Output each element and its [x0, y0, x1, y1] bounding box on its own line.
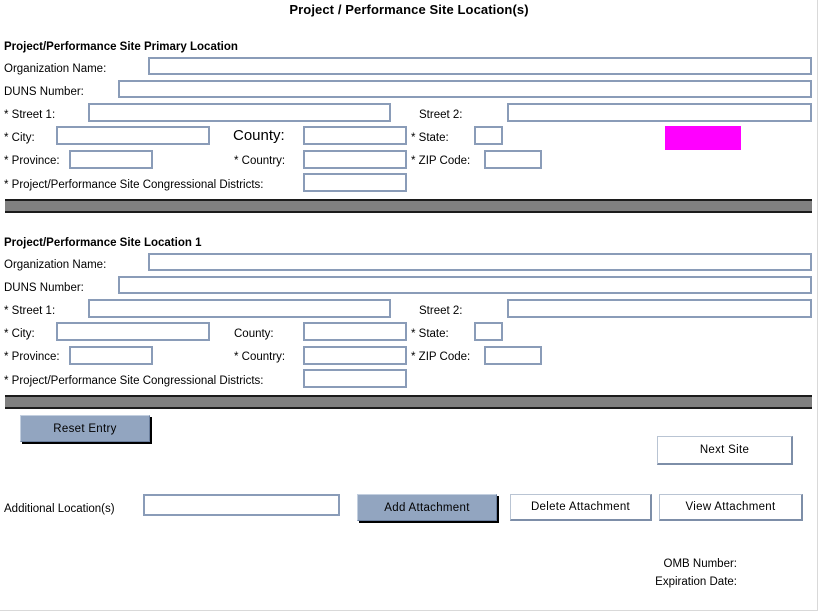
- expiration-date-label: Expiration Date:: [655, 576, 737, 588]
- duns-number-label-1: DUNS Number:: [4, 86, 84, 98]
- organization-name-label-2: Organization Name:: [4, 259, 107, 271]
- duns-number-label-2: DUNS Number:: [4, 282, 84, 294]
- province-input-1[interactable]: [69, 150, 153, 169]
- city-label-1: * City:: [4, 132, 35, 144]
- delete-attachment-button[interactable]: Delete Attachment: [510, 494, 652, 521]
- section-heading-primary-location: Project/Performance Site Primary Locatio…: [4, 41, 238, 53]
- congressional-districts-label-2: * Project/Performance Site Congressional…: [4, 375, 264, 387]
- province-label-1: * Province:: [4, 155, 60, 167]
- duns-number-input-1[interactable]: [118, 80, 812, 98]
- street1-label-2: * Street 1:: [4, 305, 56, 317]
- street2-input-1[interactable]: [507, 103, 812, 122]
- omb-number-label: OMB Number:: [663, 558, 738, 570]
- state-input-2[interactable]: [474, 322, 503, 341]
- city-input-2[interactable]: [56, 322, 210, 341]
- country-input-2[interactable]: [303, 346, 407, 365]
- organization-name-label-1: Organization Name:: [4, 63, 107, 75]
- organization-name-input-1[interactable]: [148, 57, 812, 75]
- organization-name-input-2[interactable]: [148, 253, 812, 271]
- zip-label-1: * ZIP Code:: [411, 155, 471, 167]
- city-label-2: * City:: [4, 328, 35, 340]
- province-label-2: * Province:: [4, 351, 60, 363]
- street2-input-2[interactable]: [507, 299, 812, 318]
- zip-input-1[interactable]: [484, 150, 542, 169]
- county-input-2[interactable]: [303, 322, 407, 341]
- add-attachment-button[interactable]: Add Attachment: [357, 494, 497, 521]
- view-attachment-button[interactable]: View Attachment: [659, 494, 803, 521]
- street2-label-1: Street 2:: [419, 109, 463, 121]
- street1-input-1[interactable]: [88, 103, 391, 122]
- duns-number-input-2[interactable]: [118, 276, 812, 294]
- state-label-1: * State:: [411, 132, 449, 144]
- state-input-1[interactable]: [474, 126, 503, 145]
- county-label-2: County:: [234, 328, 274, 340]
- section-separator-2: [5, 395, 812, 409]
- congressional-districts-label-1: * Project/Performance Site Congressional…: [4, 179, 264, 191]
- highlight-block: [665, 126, 741, 150]
- state-label-2: * State:: [411, 328, 449, 340]
- street1-label-1: * Street 1:: [4, 109, 56, 121]
- street2-label-2: Street 2:: [419, 305, 463, 317]
- additional-locations-input[interactable]: [143, 494, 340, 516]
- country-input-1[interactable]: [303, 150, 407, 169]
- page-title: Project / Performance Site Location(s): [289, 2, 529, 17]
- county-input-1[interactable]: [303, 126, 407, 145]
- country-label-2: * Country:: [234, 351, 286, 363]
- county-label-1: County:: [233, 127, 285, 144]
- section-heading-location-1: Project/Performance Site Location 1: [4, 237, 202, 249]
- additional-locations-label: Additional Location(s): [4, 503, 115, 515]
- congressional-districts-input-1[interactable]: [303, 173, 407, 192]
- city-input-1[interactable]: [56, 126, 210, 145]
- reset-entry-button[interactable]: Reset Entry: [20, 415, 150, 442]
- next-site-button[interactable]: Next Site: [657, 436, 793, 465]
- congressional-districts-input-2[interactable]: [303, 369, 407, 388]
- province-input-2[interactable]: [69, 346, 153, 365]
- zip-input-2[interactable]: [484, 346, 542, 365]
- street1-input-2[interactable]: [88, 299, 391, 318]
- section-separator-1: [5, 199, 812, 213]
- zip-label-2: * ZIP Code:: [411, 351, 471, 363]
- country-label-1: * Country:: [234, 155, 286, 167]
